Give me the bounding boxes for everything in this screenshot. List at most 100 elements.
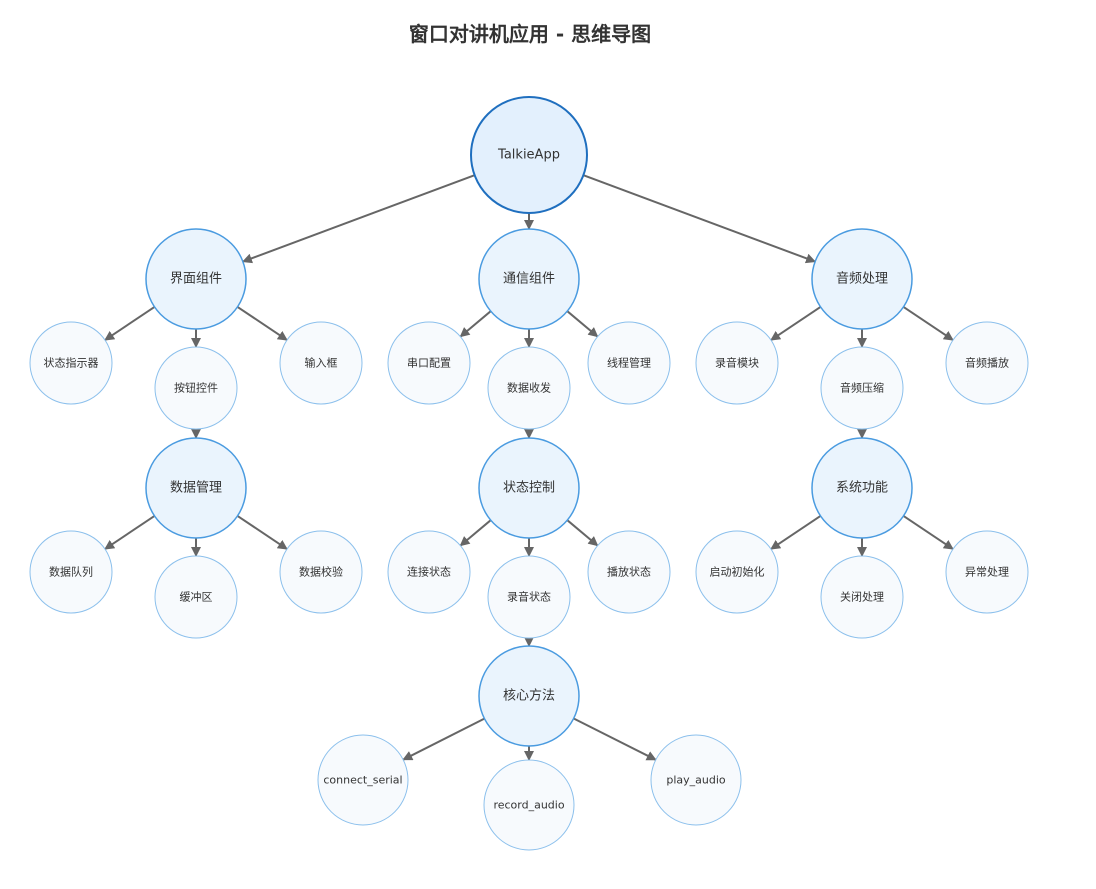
node-sys-func: 系统功能 bbox=[811, 437, 913, 539]
node-label: record_audio bbox=[493, 799, 564, 812]
node-circle bbox=[279, 530, 363, 614]
node-data-mgmt: 数据管理 bbox=[145, 437, 247, 539]
diagram-title: 窗口对讲机应用 - 思维导图 bbox=[408, 22, 652, 46]
node-ui-btn: 按钮控件 bbox=[154, 346, 238, 430]
node-label: 异常处理 bbox=[965, 566, 1009, 579]
edge-sys-func-to-sf-err bbox=[902, 515, 954, 550]
edge-data-mgmt-to-dm-queue bbox=[104, 515, 156, 550]
node-root: TalkieApp bbox=[470, 96, 588, 214]
edge-comm-to-comm-thread bbox=[566, 310, 599, 338]
edge-audio-to-audio-play bbox=[902, 306, 954, 341]
node-ui: 界面组件 bbox=[145, 228, 247, 330]
node-audio-play: 音频播放 bbox=[945, 321, 1029, 405]
node-circle bbox=[811, 228, 913, 330]
node-circle bbox=[695, 321, 779, 405]
node-circle bbox=[695, 530, 779, 614]
edge-ui-to-ui-input bbox=[236, 306, 288, 341]
node-circle bbox=[154, 555, 238, 639]
node-label: 缓冲区 bbox=[180, 590, 213, 604]
node-dm-check: 数据校验 bbox=[279, 530, 363, 614]
edge-core-to-m-play bbox=[573, 717, 657, 761]
node-circle bbox=[317, 734, 409, 826]
node-circle bbox=[279, 321, 363, 405]
node-circle bbox=[470, 96, 588, 214]
node-label: 核心方法 bbox=[503, 688, 555, 704]
node-label: connect_serial bbox=[323, 774, 402, 787]
node-state-ctrl: 状态控制 bbox=[478, 437, 580, 539]
node-core: 核心方法 bbox=[478, 645, 580, 747]
node-comm-thread: 线程管理 bbox=[587, 321, 671, 405]
node-dm-buffer: 缓冲区 bbox=[154, 555, 238, 639]
node-audio-comp: 音频压缩 bbox=[820, 346, 904, 430]
node-comm-data: 数据收发 bbox=[487, 346, 571, 430]
node-circle bbox=[483, 759, 575, 851]
node-circle bbox=[820, 346, 904, 430]
node-circle bbox=[478, 437, 580, 539]
node-circle bbox=[387, 321, 471, 405]
node-circle bbox=[487, 555, 571, 639]
node-circle bbox=[945, 321, 1029, 405]
node-label: 按钮控件 bbox=[174, 381, 218, 395]
node-label: 数据管理 bbox=[170, 481, 222, 496]
node-circle bbox=[478, 645, 580, 747]
node-m-play: play_audio bbox=[650, 734, 742, 826]
edge-state-ctrl-to-sc-conn bbox=[459, 519, 492, 547]
node-label: 启动初始化 bbox=[710, 565, 765, 579]
node-circle bbox=[945, 530, 1029, 614]
node-label: 关闭处理 bbox=[840, 590, 884, 604]
edges-layer bbox=[104, 174, 954, 761]
edge-data-mgmt-to-dm-check bbox=[236, 515, 288, 550]
node-comm: 通信组件 bbox=[478, 228, 580, 330]
node-comm-serial: 串口配置 bbox=[387, 321, 471, 405]
node-m-connect: connect_serial bbox=[317, 734, 409, 826]
node-label: 数据收发 bbox=[507, 381, 551, 395]
node-label: 播放状态 bbox=[607, 565, 651, 579]
node-m-record: record_audio bbox=[483, 759, 575, 851]
node-sc-conn: 连接状态 bbox=[387, 530, 471, 614]
node-audio: 音频处理 bbox=[811, 228, 913, 330]
node-circle bbox=[478, 228, 580, 330]
node-label: 状态控制 bbox=[503, 481, 555, 496]
node-label: 线程管理 bbox=[607, 356, 651, 370]
edge-ui-to-ui-status bbox=[104, 306, 156, 341]
node-label: 录音模块 bbox=[715, 356, 759, 370]
node-circle bbox=[820, 555, 904, 639]
node-label: 系统功能 bbox=[836, 481, 888, 496]
node-sf-close: 关闭处理 bbox=[820, 555, 904, 639]
node-label: 音频压缩 bbox=[840, 381, 884, 395]
node-circle bbox=[29, 530, 113, 614]
edge-core-to-m-connect bbox=[402, 717, 485, 761]
node-dm-queue: 数据队列 bbox=[29, 530, 113, 614]
edge-comm-to-comm-serial bbox=[459, 310, 492, 338]
node-circle bbox=[154, 346, 238, 430]
node-circle bbox=[650, 734, 742, 826]
node-label: 音频处理 bbox=[836, 271, 888, 287]
node-ui-status: 状态指示器 bbox=[29, 321, 113, 405]
node-circle bbox=[811, 437, 913, 539]
node-circle bbox=[487, 346, 571, 430]
node-label: TalkieApp bbox=[497, 148, 560, 163]
node-label: 数据校验 bbox=[299, 565, 343, 579]
node-label: 状态指示器 bbox=[44, 356, 99, 370]
node-sf-init: 启动初始化 bbox=[695, 530, 779, 614]
node-label: 通信组件 bbox=[503, 272, 555, 287]
node-sf-err: 异常处理 bbox=[945, 530, 1029, 614]
node-label: 录音状态 bbox=[507, 590, 551, 604]
node-audio-rec: 录音模块 bbox=[695, 321, 779, 405]
node-circle bbox=[587, 530, 671, 614]
node-label: 数据队列 bbox=[49, 565, 93, 579]
node-circle bbox=[145, 437, 247, 539]
node-circle bbox=[29, 321, 113, 405]
edge-root-to-audio bbox=[583, 174, 817, 264]
node-circle bbox=[387, 530, 471, 614]
node-label: 串口配置 bbox=[407, 357, 451, 370]
node-label: play_audio bbox=[666, 774, 726, 787]
node-label: 音频播放 bbox=[965, 356, 1009, 370]
edge-audio-to-audio-rec bbox=[770, 306, 822, 341]
node-sc-play: 播放状态 bbox=[587, 530, 671, 614]
node-ui-input: 输入框 bbox=[279, 321, 363, 405]
node-sc-rec: 录音状态 bbox=[487, 555, 571, 639]
